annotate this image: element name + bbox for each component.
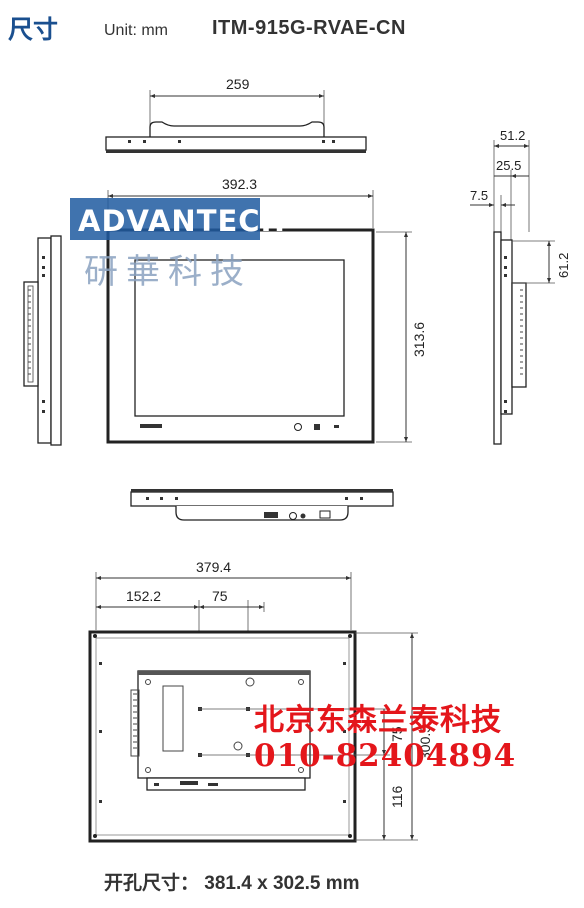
dim-side-7: 7.5 bbox=[470, 188, 488, 203]
bottom-view bbox=[130, 489, 394, 521]
front-view: 392.3 313.6 bbox=[106, 176, 427, 444]
dim-front-width: 392.3 bbox=[222, 176, 257, 192]
dealer-phone-watermark: 010-82404894 bbox=[254, 738, 517, 774]
dim-rear-vesa-w: 75 bbox=[212, 588, 228, 604]
dim-top-width: 259 bbox=[226, 76, 250, 92]
dim-front-height: 313.6 bbox=[411, 322, 427, 357]
dim-rear-vesa-h: 75 bbox=[389, 726, 405, 742]
dim-side-depth: 51.2 bbox=[500, 128, 525, 143]
dim-rear-width: 379.4 bbox=[196, 559, 231, 575]
dim-rear-height: 300.5 bbox=[417, 725, 433, 760]
dealer-name-watermark: 北京东森兰泰科技 bbox=[254, 703, 502, 738]
section-title: 尺寸 bbox=[8, 15, 59, 44]
dim-rear-116: 116 bbox=[389, 785, 405, 808]
dim-rear-offset: 152.2 bbox=[126, 588, 161, 604]
dim-side-25: 25.5 bbox=[496, 158, 521, 173]
brand-logo-banner bbox=[70, 198, 260, 240]
unit-label: Unit: mm bbox=[104, 22, 168, 39]
dim-side-61: 61.2 bbox=[556, 253, 571, 278]
cutout-size: 开孔尺寸： 381.4 x 302.5 mm bbox=[104, 873, 360, 894]
brand-logo-cn: 研華科技 bbox=[84, 252, 252, 292]
left-side-view bbox=[23, 235, 62, 446]
brand-logo-text: ADVANTECH bbox=[78, 204, 286, 238]
model-number: ITM-915G-RVAE-CN bbox=[212, 17, 406, 39]
rear-view: 379.4 152.2 75 bbox=[88, 559, 433, 843]
right-side-view: 51.2 25.5 7.5 61.2 bbox=[470, 128, 571, 445]
top-view: 259 bbox=[105, 76, 367, 153]
